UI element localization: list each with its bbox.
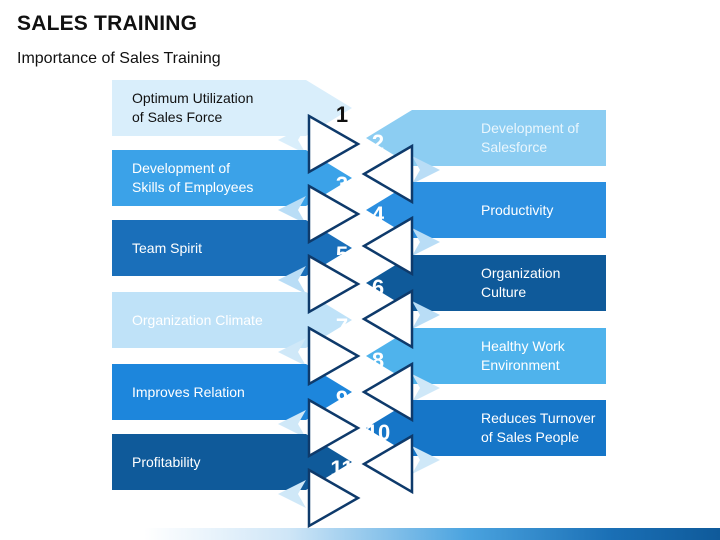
left-label-text-3: Development of Skills of Employees: [132, 160, 254, 195]
right-label-text-6: Organization Culture: [481, 265, 561, 300]
right-banner-6: [366, 255, 606, 311]
step-number-3: 3: [336, 172, 348, 197]
right-label-10: Reduces Turnover of Sales People: [426, 400, 606, 456]
left-chevron-3: [278, 196, 306, 224]
left-label-text-5: Team Spirit: [132, 239, 203, 256]
step-number-11: 11: [330, 456, 353, 481]
left-chevron-11: [278, 480, 306, 508]
right-chevron-2: [412, 156, 440, 184]
step-number-9: 9: [336, 386, 348, 411]
left-banner-3: [112, 150, 352, 206]
left-label-9: Improves Relation: [112, 364, 292, 420]
right-label-6: Organization Culture: [426, 255, 606, 311]
slide-title: SALES TRAINING: [17, 12, 198, 35]
step-number-6: 6: [372, 275, 384, 300]
right-triangle-4: [361, 215, 414, 277]
left-banner-7: [112, 292, 352, 348]
right-chevron-4: [412, 228, 440, 256]
left-chevron-5: [278, 266, 306, 294]
right-chevron-8: [412, 374, 440, 402]
right-triangle-8: [361, 361, 414, 423]
step-number-1: 1: [336, 102, 348, 127]
right-chevron-6: [412, 301, 440, 329]
left-triangle-3: [307, 183, 361, 245]
step-number-8: 8: [372, 348, 384, 373]
right-label-2: Development of Salesforce: [426, 110, 606, 166]
left-label-3: Development of Skills of Employees: [112, 150, 292, 206]
bottom-accent-bar: [0, 528, 720, 540]
right-banner-4: [366, 182, 606, 238]
right-triangle-2: [361, 143, 414, 205]
step-number-5: 5: [336, 242, 348, 267]
step-number-10: 10: [366, 420, 390, 445]
left-label-text-9: Improves Relation: [132, 383, 245, 400]
left-label-text-1: Optimum Utilization of Sales Force: [132, 90, 254, 125]
left-triangle-1: [307, 113, 361, 175]
left-label-1: Optimum Utilization of Sales Force: [112, 80, 292, 136]
step-number-2: 2: [372, 130, 384, 155]
right-banner-10: [366, 400, 606, 456]
left-banner-1: [112, 80, 352, 136]
right-banner-2: [366, 110, 606, 166]
left-triangle-7: [307, 325, 361, 387]
left-banner-11: [112, 434, 352, 490]
right-label-text-2: Development of Salesforce: [481, 120, 580, 155]
right-label-8: Healthy Work Environment: [426, 328, 606, 384]
left-label-11: Profitability: [112, 434, 292, 490]
right-triangle-10: [361, 433, 414, 495]
right-label-text-10: Reduces Turnover of Sales People: [481, 410, 596, 445]
left-triangle-9: [307, 397, 361, 459]
left-chevron-7: [278, 338, 306, 366]
left-banner-9: [112, 364, 352, 420]
right-triangle-6: [361, 288, 414, 350]
left-label-5: Team Spirit: [112, 220, 292, 276]
left-label-text-7: Organization Climate: [132, 311, 263, 328]
left-triangle-5: [307, 253, 361, 315]
left-triangle-11: [307, 467, 361, 529]
right-label-text-4: Productivity: [481, 201, 554, 218]
left-label-7: Organization Climate: [112, 292, 292, 348]
left-banner-5: [112, 220, 352, 276]
left-label-text-11: Profitability: [132, 453, 201, 470]
step-number-7: 7: [336, 314, 348, 339]
right-banner-8: [366, 328, 606, 384]
left-chevron-9: [278, 410, 306, 438]
step-number-4: 4: [372, 202, 385, 227]
right-label-text-8: Healthy Work Environment: [481, 338, 565, 373]
slide-subtitle: Importance of Sales Training: [17, 50, 221, 67]
left-chevron-1: [278, 126, 306, 154]
right-label-4: Productivity: [426, 182, 606, 238]
right-chevron-10: [412, 446, 440, 474]
